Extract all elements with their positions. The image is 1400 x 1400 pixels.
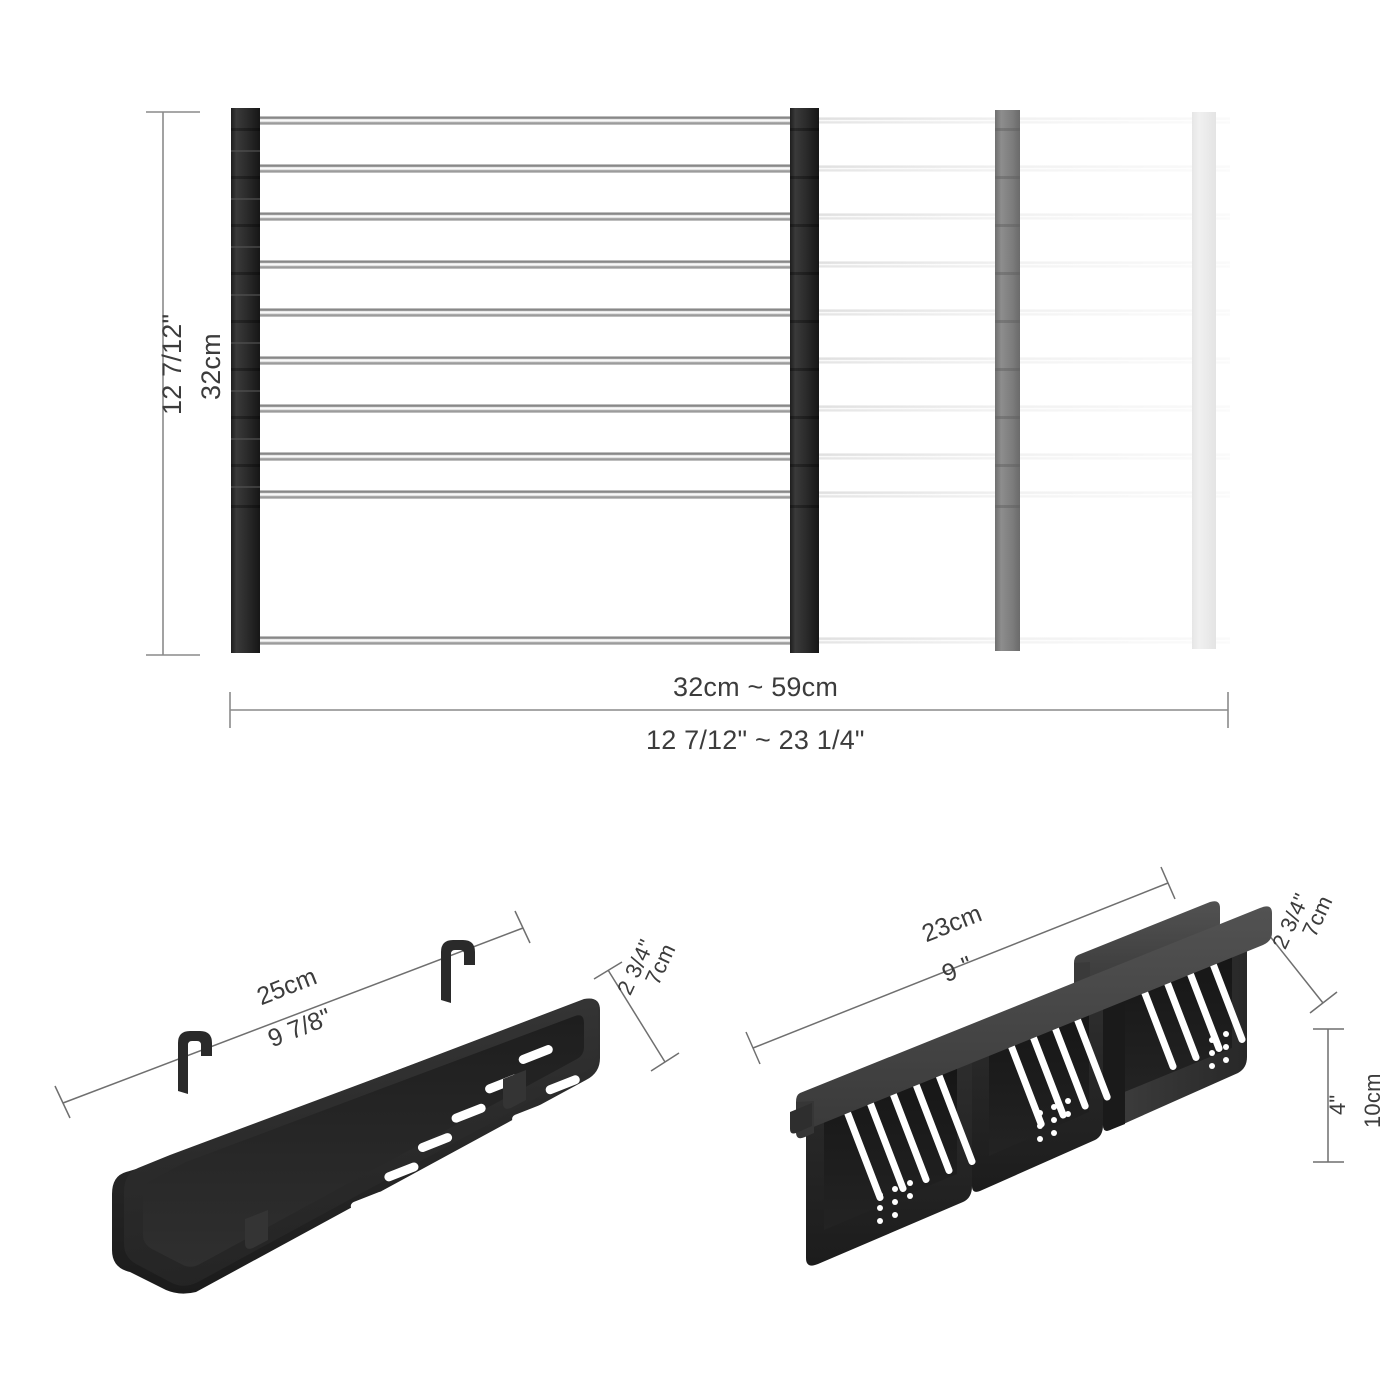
basket-length-dimension <box>745 866 1176 1065</box>
rack-width-dimension <box>229 692 1229 728</box>
rack-width-in-label: 12 7/12" ~ 23 1/4" <box>646 725 865 755</box>
rack-width-cm-label: 32cm ~ 59cm <box>673 672 839 702</box>
tray-hook-right <box>441 940 475 1003</box>
basket-left-tab <box>790 1103 812 1134</box>
rack-rods-solid <box>232 116 812 645</box>
basket-height-cm-label: 10cm <box>1360 1073 1385 1128</box>
rack-height-dimension <box>146 111 200 656</box>
rack-bar-3 <box>995 110 1020 651</box>
tray-hook-left <box>178 1031 212 1094</box>
tray-slot-row-front <box>310 1075 580 1300</box>
basket-height-in-label: 4" <box>1325 1094 1350 1115</box>
rack-bar-4 <box>1192 112 1216 649</box>
basket-3-slots <box>1134 943 1246 1070</box>
basket-1-slots <box>836 1052 976 1202</box>
tray-inner-floor <box>143 1015 584 1267</box>
tray-clip-left <box>245 1210 268 1249</box>
basket-2-slots <box>1000 995 1111 1128</box>
tray-clip-right <box>503 1070 526 1109</box>
basket-1-drain-holes <box>877 1180 913 1224</box>
rack-bar-2 <box>790 108 819 653</box>
tray-depth-dimension <box>593 961 680 1072</box>
basket-2-drain-holes <box>1037 1098 1071 1142</box>
basket-3-drain-holes <box>1209 1031 1229 1069</box>
rack-bar-1 <box>231 108 260 653</box>
basket-height-dimension <box>1313 1028 1344 1163</box>
tray-body <box>112 940 600 1300</box>
